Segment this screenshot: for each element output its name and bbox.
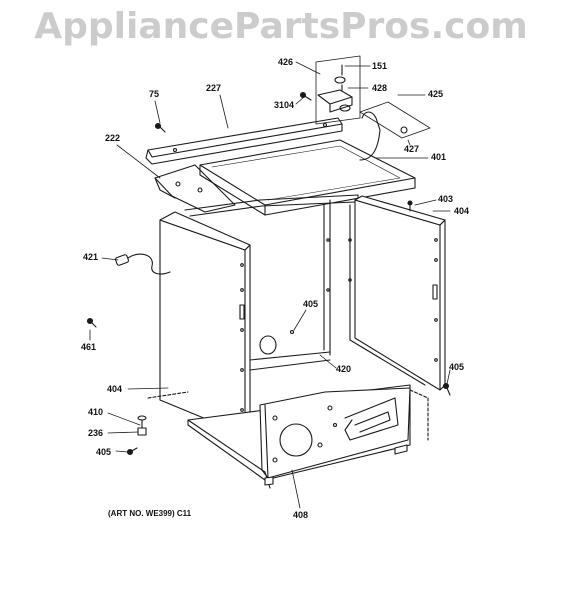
callout-3104[interactable]: 3104	[274, 100, 295, 110]
hinge-assembly	[315, 55, 361, 125]
top-panel-401	[199, 139, 416, 216]
callout-222[interactable]: 222	[105, 133, 121, 143]
callout-426[interactable]: 426	[278, 57, 294, 67]
screw-405-right	[442, 382, 451, 396]
callout-227[interactable]: 227	[206, 83, 222, 93]
callout-405-center[interactable]: 405	[303, 299, 319, 309]
callout-408[interactable]: 408	[293, 510, 309, 520]
callout-236[interactable]: 236	[88, 428, 104, 438]
callout-428[interactable]: 428	[372, 83, 388, 93]
callout-427[interactable]: 427	[404, 144, 420, 154]
callout-403[interactable]: 403	[438, 194, 454, 204]
base-408	[147, 384, 429, 489]
callout-420[interactable]: 420	[336, 364, 352, 374]
side-panel-left-404	[159, 211, 251, 436]
callout-404-right[interactable]: 404	[454, 206, 470, 216]
screw-461	[86, 317, 97, 328]
callout-75[interactable]: 75	[149, 89, 160, 99]
callout-151[interactable]: 151	[372, 61, 388, 71]
callout-401[interactable]: 401	[431, 152, 447, 162]
callout-461[interactable]: 461	[81, 342, 97, 352]
power-cord-421	[115, 253, 171, 275]
console-bracket-425	[359, 101, 431, 161]
top-rail-227	[145, 117, 343, 165]
callout-404-left[interactable]: 404	[107, 384, 123, 394]
leader-lines	[89, 61, 451, 509]
watermark: AppliancePartsPros.com	[34, 6, 528, 47]
callout-421[interactable]: 421	[83, 252, 99, 262]
callout-405-left[interactable]: 405	[96, 447, 112, 457]
back-panel-420	[249, 329, 331, 371]
screw-75	[154, 122, 166, 133]
bracket-222	[154, 164, 236, 213]
callout-425[interactable]: 425	[428, 89, 444, 99]
callout-410[interactable]: 410	[88, 407, 104, 417]
screw-405-left	[126, 447, 138, 456]
screw-403	[407, 200, 413, 212]
leveling-leg-236	[137, 415, 147, 436]
callout-405-right[interactable]: 405	[449, 362, 465, 372]
side-panel-right-404	[348, 195, 446, 391]
art-number: (ART NO. WE399) C11	[108, 509, 192, 518]
